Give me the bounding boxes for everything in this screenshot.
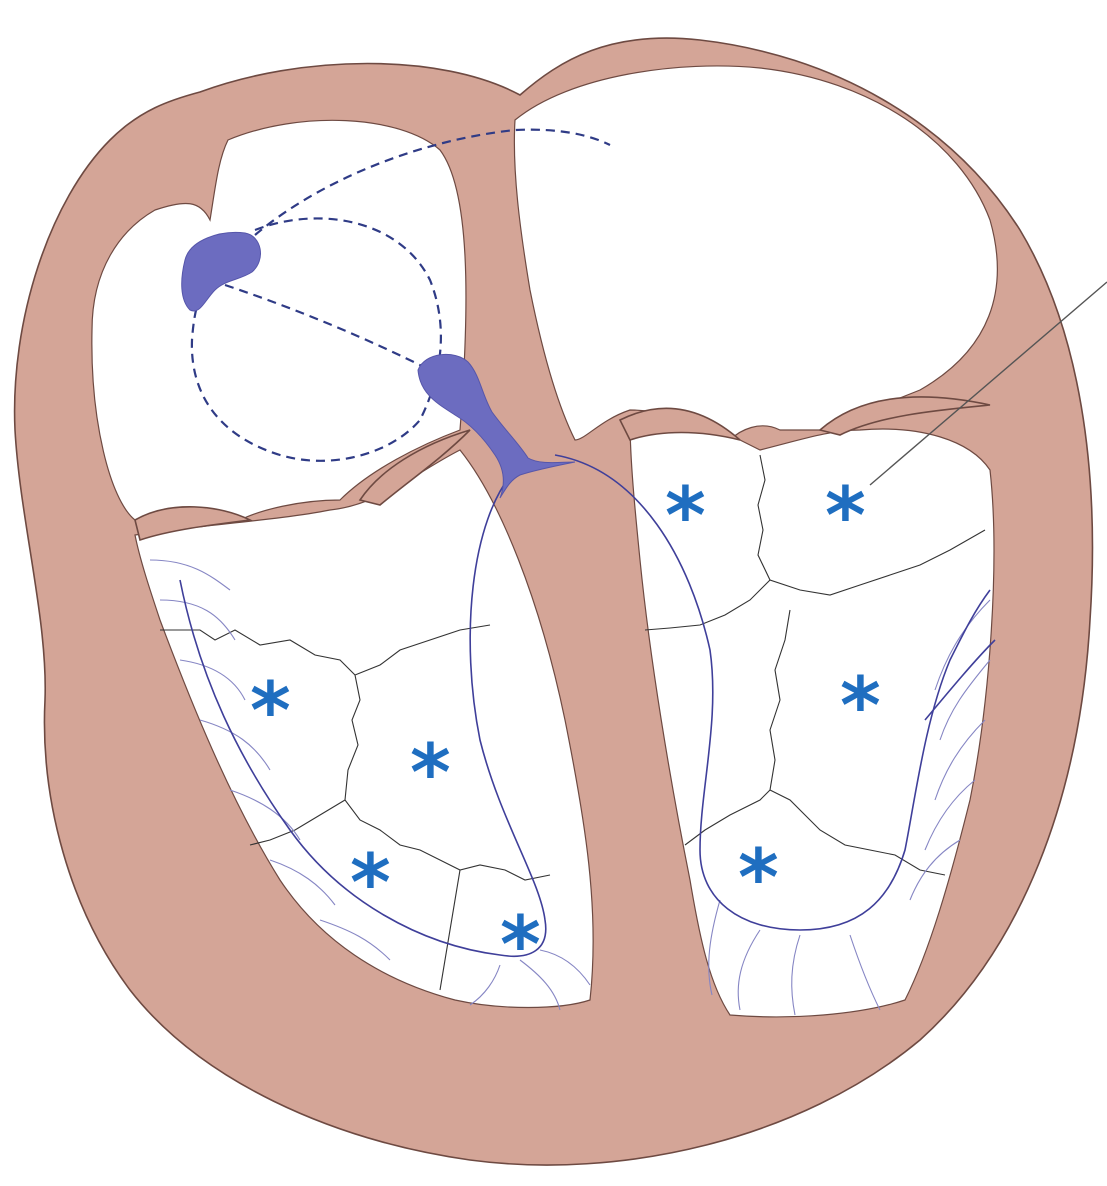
marker-left-ventricle-4: * xyxy=(738,834,779,924)
marker-right-ventricle-1: * xyxy=(250,667,291,757)
marker-right-ventricle-4: * xyxy=(500,901,541,991)
marker-right-ventricle-3: * xyxy=(350,839,391,929)
marker-left-ventricle-2: * xyxy=(825,472,866,562)
marker-left-ventricle-3: * xyxy=(840,662,881,752)
marker-right-ventricle-2: * xyxy=(410,729,451,819)
marker-left-ventricle-1: * xyxy=(665,472,706,562)
left-atrium xyxy=(514,66,997,440)
